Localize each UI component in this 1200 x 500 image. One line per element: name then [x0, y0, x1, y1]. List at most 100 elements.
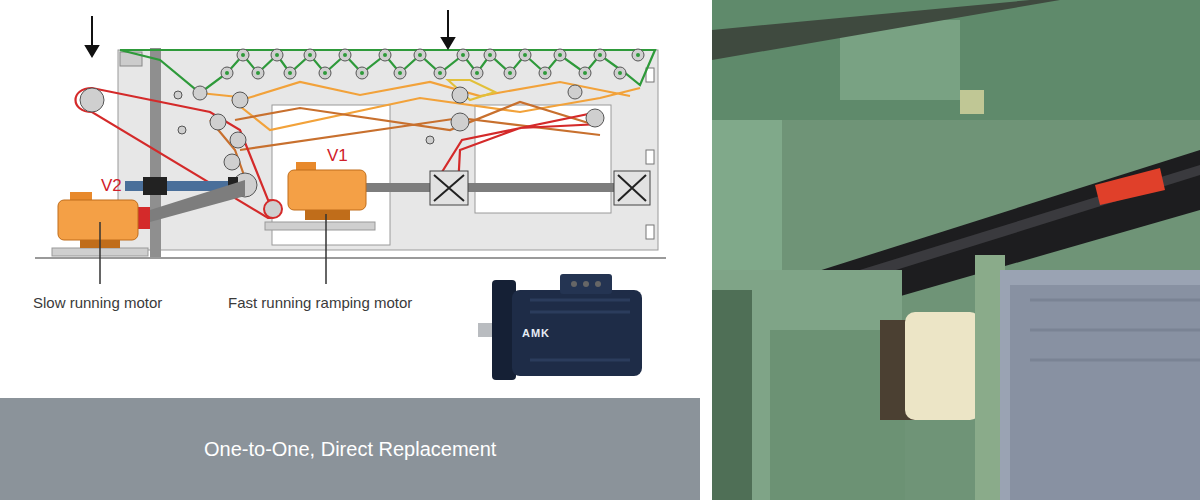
shape-circle: [80, 88, 104, 112]
shape-rect: [614, 171, 650, 205]
shape-circle: [519, 49, 531, 61]
shape-circle: [339, 49, 351, 61]
shape-circle: [598, 53, 602, 57]
shape-circle: [632, 49, 644, 61]
shape-circle: [618, 71, 622, 75]
shape-circle: [264, 200, 282, 218]
machine-frame: [35, 48, 666, 258]
shape-rect: [646, 150, 654, 164]
shape-circle: [379, 49, 391, 61]
shape-circle: [308, 53, 312, 57]
shape-circle: [426, 136, 434, 144]
shape-rect: [712, 0, 1200, 120]
shape-path: [618, 175, 646, 201]
part-label: Fast running ramping motor: [228, 294, 412, 311]
motor-v2-drawing: [58, 192, 138, 248]
shape-path: [434, 175, 464, 201]
shape-circle: [543, 71, 547, 75]
shape-circle: [210, 114, 226, 130]
shape-circle: [237, 49, 249, 61]
shape-line: [447, 10, 449, 40]
shape-circle: [414, 49, 426, 61]
shape-rect: [70, 192, 92, 200]
shape-rect: [478, 323, 494, 337]
shape-circle: [304, 49, 316, 61]
shape-circle: [288, 71, 292, 75]
shape-circle: [224, 154, 240, 170]
motor-v1: V1: [287, 146, 369, 222]
shape-rect: [305, 210, 350, 220]
shape-circle: [383, 53, 387, 57]
shape-polygon: [1095, 168, 1165, 205]
shape-circle: [583, 71, 587, 75]
shape-circle: [457, 49, 469, 61]
machine-photo: [700, 0, 1200, 500]
shape-circle: [586, 109, 604, 127]
shape-circle: [471, 67, 483, 79]
shape-circle: [583, 281, 589, 287]
shape-circle: [571, 281, 577, 287]
shape-circle: [225, 71, 229, 75]
drive-shafts: [125, 171, 650, 229]
shape-rect: [960, 90, 984, 114]
shape-line: [99, 222, 101, 284]
shape-circle: [271, 49, 283, 61]
part-label: Slow running motor: [33, 294, 162, 311]
shape-rect: [712, 0, 1200, 500]
shape-rect: [905, 312, 980, 420]
shape-circle: [539, 67, 551, 79]
leader-lines: [100, 214, 326, 284]
shape-path: [76, 88, 279, 218]
shape-line: [91, 16, 93, 48]
shape-circle: [488, 53, 492, 57]
shape-circle: [636, 53, 640, 57]
shape-circle: [508, 71, 512, 75]
shape-circle: [284, 67, 296, 79]
shape-circle: [418, 53, 422, 57]
amk-motor-picture: [478, 274, 642, 380]
shape-circle: [319, 67, 331, 79]
shape-rect: [712, 290, 752, 500]
shape-rect: [365, 183, 633, 192]
shape-circle: [323, 71, 327, 75]
shape-circle: [434, 67, 446, 79]
shape-circle: [523, 53, 527, 57]
feed-arrows: [86, 10, 454, 56]
shape-rect: [143, 177, 167, 195]
shape-rect: [1010, 285, 1200, 500]
motor-v1-drawing: [288, 162, 366, 220]
caption: One-to-One, Direct Replacement: [204, 438, 496, 461]
shape-circle: [241, 53, 245, 57]
shape-rect: [138, 207, 150, 229]
shape-rect: [296, 162, 316, 170]
shape-circle: [343, 53, 347, 57]
shape-circle: [614, 67, 626, 79]
shape-circle: [221, 67, 233, 79]
shape-path: [1030, 300, 1200, 360]
shape-circle: [568, 85, 582, 99]
shape-circle: [178, 126, 186, 134]
shape-circle: [174, 91, 182, 99]
shape-rect: [430, 171, 468, 205]
shape-rect: [700, 0, 712, 500]
shape-circle: [595, 281, 601, 287]
motor-v2: V2: [57, 176, 147, 248]
shape-circle: [451, 113, 469, 131]
motor-label: V2: [101, 176, 122, 196]
shape-circle: [558, 53, 562, 57]
shape-polygon: [442, 38, 454, 48]
yarn-paths: [76, 50, 656, 218]
shape-circle: [579, 67, 591, 79]
shape-polygon: [712, 0, 1060, 60]
shape-rect: [512, 290, 642, 376]
shape-rect: [118, 50, 658, 250]
shape-line: [35, 257, 666, 259]
shape-rect: [646, 225, 654, 239]
shape-line: [325, 214, 327, 284]
shape-circle: [356, 67, 368, 79]
shape-circle: [398, 71, 402, 75]
shape-circle: [438, 71, 442, 75]
shape-circle: [193, 86, 207, 100]
motor-label: V1: [327, 146, 348, 166]
brand-logo: AMK: [522, 327, 550, 339]
